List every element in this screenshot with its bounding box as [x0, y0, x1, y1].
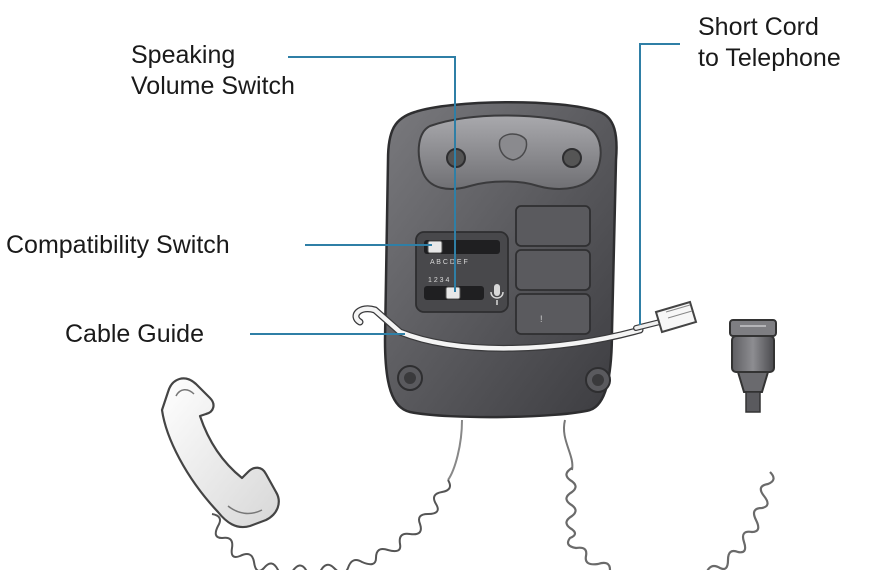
label-speaking-line1: Speaking [131, 41, 236, 69]
coiled-cord-right [562, 419, 775, 570]
callout-line-speaking [288, 56, 456, 292]
volume-numbers: 1 2 3 4 [428, 277, 450, 284]
amplifier-base: A B C D E F 1 2 3 4 ! [383, 101, 618, 419]
label-speaking-line2: Volume Switch [131, 72, 295, 100]
speaking-volume-switch-knob [445, 286, 461, 300]
quick-disconnect-icon [729, 319, 777, 413]
svg-text:!: ! [540, 314, 543, 324]
telephone-plug-icon [633, 300, 698, 334]
screw-right-top [562, 148, 582, 168]
label-compatibility-switch: Compatibility Switch [6, 231, 230, 259]
label-short-cord-line2: to Telephone [698, 44, 841, 72]
label-cable-guide: Cable Guide [65, 320, 204, 348]
callout-line-short-cord [639, 43, 680, 325]
label-speaking-volume-switch: Speaking Volume Switch [131, 40, 295, 102]
label-short-cord-line1: Short Cord [698, 13, 819, 41]
compatibility-switch-knob [427, 240, 443, 254]
callout-lines [250, 43, 680, 335]
mic-icon [490, 284, 504, 305]
compat-letters: A B C D E F [430, 259, 468, 266]
label-short-cord: Short Cord to Telephone [698, 12, 841, 74]
handset-icon [160, 377, 280, 529]
coiled-cord-left [211, 419, 463, 570]
cable-guide [352, 305, 644, 352]
compatibility-switch-slot [424, 240, 500, 254]
